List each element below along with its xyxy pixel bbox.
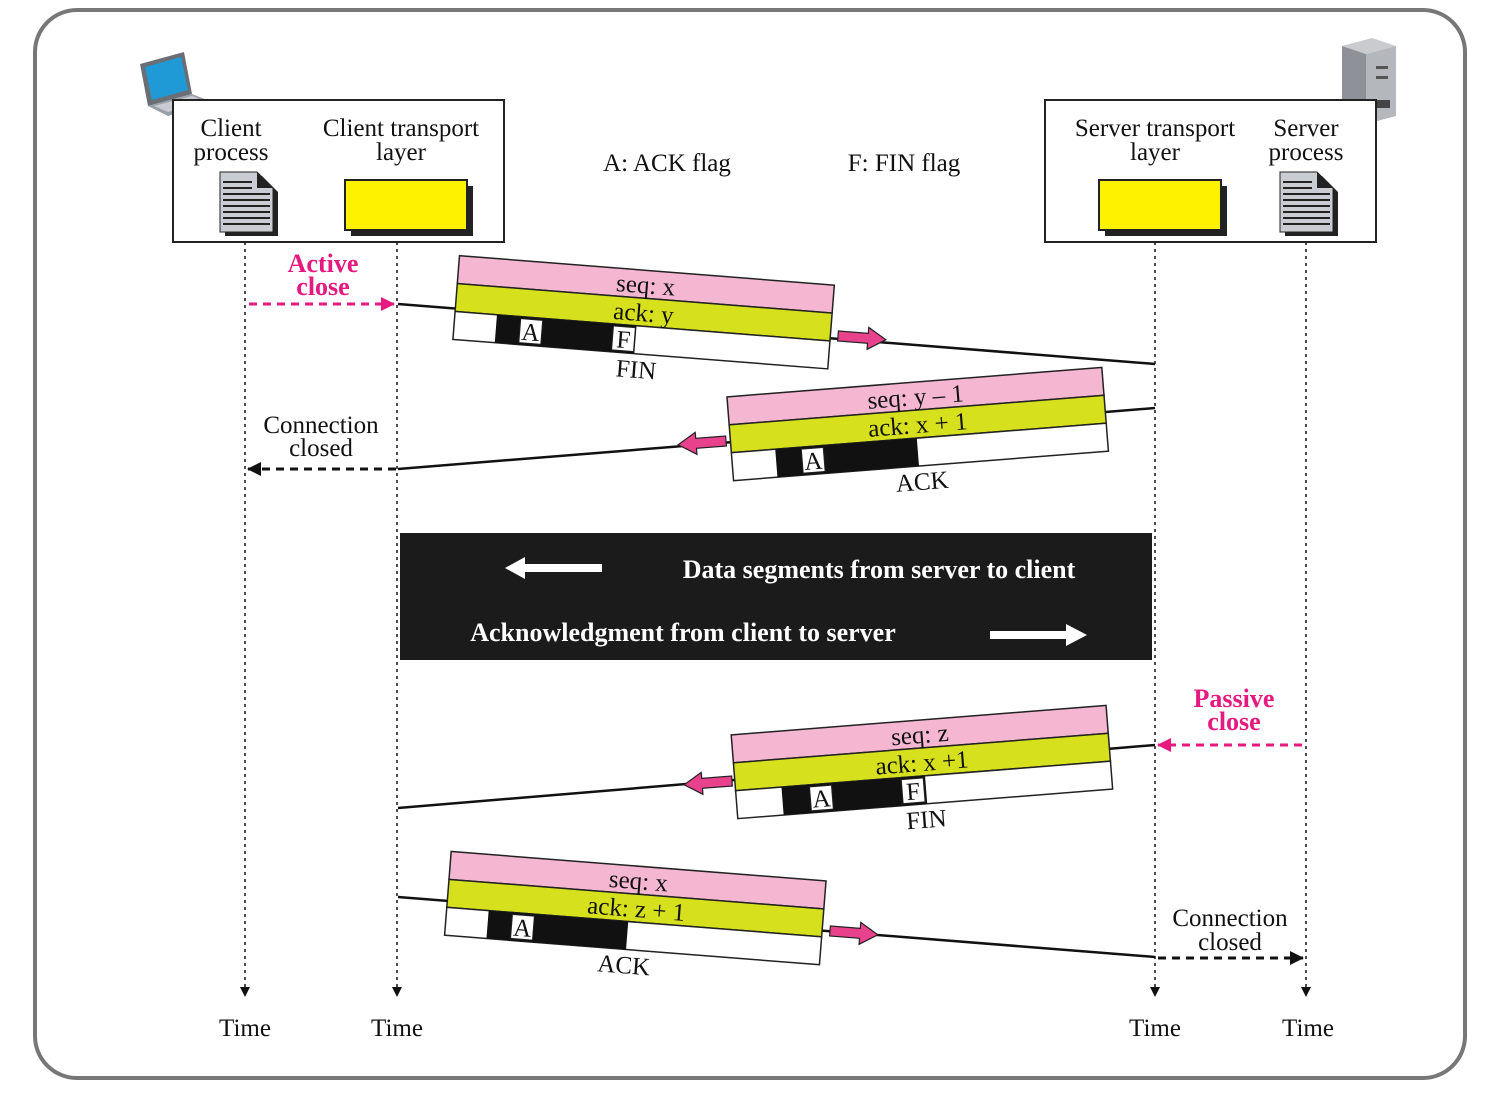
server-process-label-2: process [1269, 139, 1344, 166]
fin2-flag-f: F [905, 778, 921, 806]
fin2-caption: FIN [905, 805, 947, 835]
server-connection-closed-label-2: closed [1198, 929, 1262, 956]
acknowledgment-text: Acknowledgment from client to server [470, 618, 896, 647]
ack2-segment: seq: x ack: z + 1 A ACK [443, 850, 827, 981]
fin1-seq-text: seq: x [615, 270, 676, 302]
passive-close-label-2: close [1207, 707, 1260, 736]
fin1-caption: FIN [615, 355, 657, 385]
client-document-icon [219, 171, 278, 236]
fin1-flag-a: A [521, 319, 541, 347]
ack2-flag-a: A [512, 915, 532, 943]
legend-fin-flag: F: FIN flag [848, 150, 961, 177]
ack1-segment: seq: y – 1 ack: x + 1 A ACK [726, 366, 1110, 498]
passive-close-label-1: Passive [1194, 684, 1275, 713]
fin1-flag-f: F [615, 326, 631, 354]
ack2-caption: ACK [596, 950, 651, 981]
fin2-direction-arrow [683, 771, 734, 796]
time-label-server-process: Time [1282, 1015, 1334, 1042]
server-transport-label-1: Server transport [1075, 115, 1235, 142]
fin2-flag-a: A [811, 785, 831, 813]
client-transport-block [344, 179, 468, 231]
fin2-seq-text: seq: z [890, 720, 950, 751]
right-arrow-icon [990, 624, 1087, 646]
client-connection-closed-label-1: Connection [263, 412, 379, 439]
server-transport-block [1098, 179, 1222, 231]
client-transport-label-2: layer [376, 139, 427, 166]
active-close-label-2: close [296, 272, 349, 301]
server-transport-label-2: layer [1130, 139, 1181, 166]
client-connection-closed-label-2: closed [289, 435, 353, 462]
client-process-label-2: process [194, 139, 269, 166]
client-process-label-1: Client [200, 115, 261, 142]
server-process-label-1: Server [1273, 115, 1339, 142]
fin1-ack-text: ack: y [612, 298, 675, 330]
data-segments-text: Data segments from server to client [683, 555, 1076, 584]
time-label-client-transport: Time [371, 1015, 423, 1042]
active-close-label-1: Active [288, 249, 359, 278]
server-document-icon [1279, 171, 1338, 236]
ack1-flag-a: A [803, 448, 823, 476]
ack2-direction-arrow [828, 921, 879, 946]
ack1-direction-arrow [677, 431, 728, 456]
time-label-server-transport: Time [1129, 1015, 1181, 1042]
fin1-direction-arrow [836, 326, 887, 351]
server-connection-closed-label-1: Connection [1172, 905, 1288, 932]
fin1-segment: seq: x ack: y A F FIN [452, 254, 836, 385]
legend-ack-flag: A: ACK flag [603, 150, 731, 177]
left-arrow-icon [505, 557, 602, 579]
ack1-caption: ACK [895, 467, 950, 498]
ack2-seq-text: seq: x [608, 866, 669, 898]
fin2-segment: seq: z ack: x +1 A F FIN [730, 704, 1114, 835]
time-label-client-process: Time [219, 1015, 271, 1042]
client-transport-label-1: Client transport [323, 115, 479, 142]
